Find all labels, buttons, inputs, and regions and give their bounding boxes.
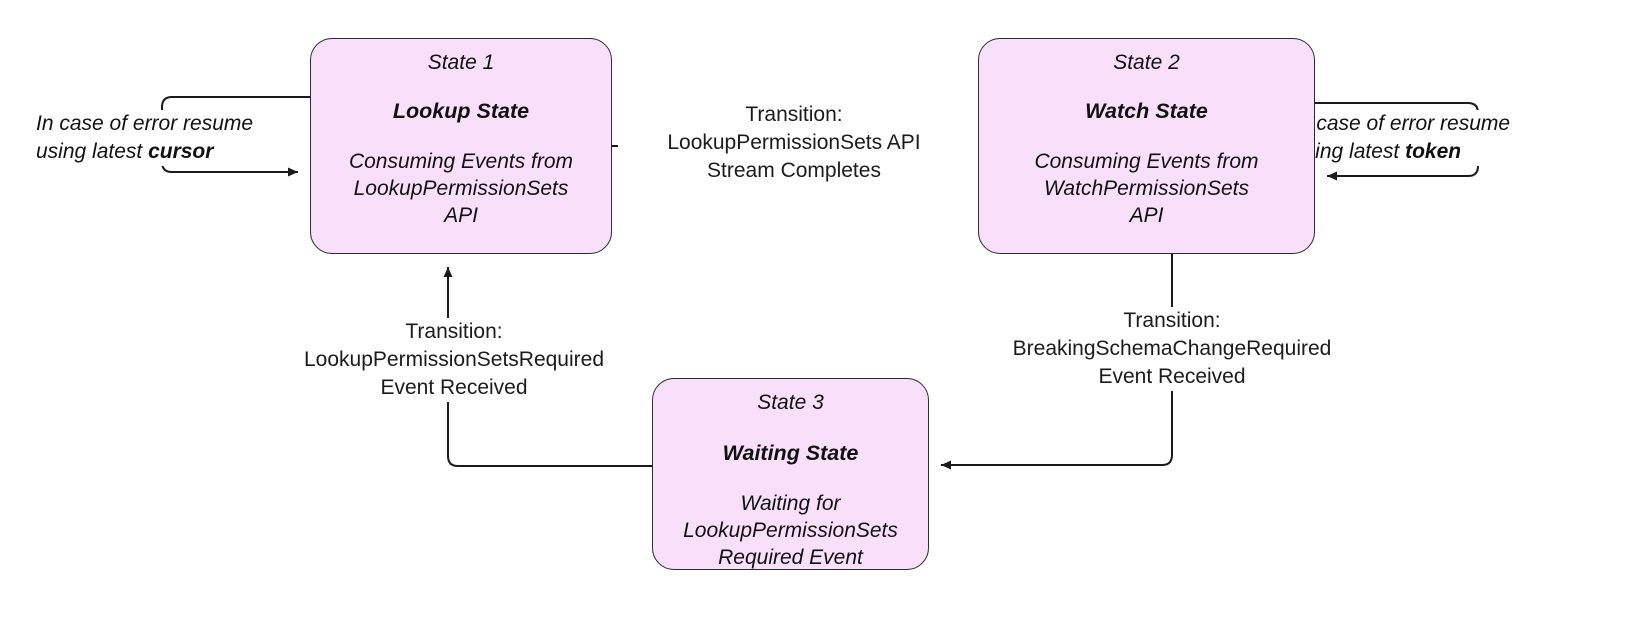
state-3-id: State 3 [757,391,824,414]
state-2-description: Consuming Events from WatchPermissionSet… [1034,149,1259,228]
edge-state2-to-state3 [941,254,1173,470]
self-loop-label-state2-emphasis: token [1405,139,1462,163]
self-loop-label-state2-prefix: In case of error resume using latest [1293,112,1511,163]
transition-label-state1-state2: Transition: LookupPermissionSets API Str… [618,101,970,185]
transition-label-state2-state3: Transition: BreakingSchemaChangeRequired… [1000,307,1344,391]
self-loop-label-state1-prefix: In case of error resume using latest [36,112,254,163]
state-1-id: State 1 [427,51,495,74]
state-2-name: Watch State [1085,99,1208,124]
self-loop-label-state1-emphasis: cursor [148,139,214,163]
self-loop-label-state2: In case of error resume using latest tok… [1293,110,1545,166]
transition-label-state3-state1: Transition: LookupPermissionSetsRequired… [281,318,627,402]
state-node-3[interactable]: State 3 Waiting State Waiting for Lookup… [652,378,929,570]
state-1-name: Lookup State [392,99,530,124]
state-node-2[interactable]: State 2 Watch State Consuming Events fro… [978,38,1315,254]
self-loop-label-state1: In case of error resume using latest cur… [36,110,288,166]
edge-state3-to-state1 [443,267,652,467]
state-2-id: State 2 [1113,51,1180,74]
state-node-1[interactable]: State 1 Lookup State Consuming Events fr… [310,38,612,254]
state-3-name: Waiting State [722,441,859,466]
state-3-description: Waiting for LookupPermissionSets Require… [683,491,898,570]
state-1-description: Consuming Events from LookupPermissionSe… [348,149,574,228]
